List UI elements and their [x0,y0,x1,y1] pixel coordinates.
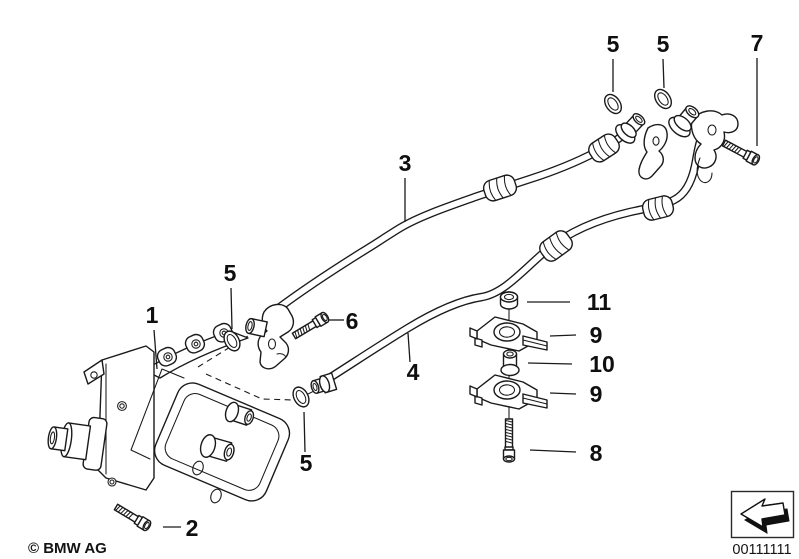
callout-6[interactable]: 6 [346,308,359,334]
callout-leader-lines [153,58,758,528]
callout-5-top-left[interactable]: 5 [607,31,620,57]
cap-nut [499,291,519,310]
clamp-bolt [502,418,516,463]
feed-pipe-upper-fitting [615,112,668,180]
callout-3[interactable]: 3 [399,150,412,176]
oil-cooler [47,322,291,504]
callout-5-bottom[interactable]: 5 [300,450,313,476]
callout-5-middle[interactable]: 5 [224,260,237,286]
continuation-arrow-icon [740,498,790,534]
o-ring-top-right [653,88,673,110]
callout-9-upper[interactable]: 9 [590,322,603,348]
copyright-text: © BMW AG [28,540,107,557]
callout-5-top-right[interactable]: 5 [657,31,670,57]
callout-1[interactable]: 1 [146,302,159,328]
o-ring-top-left [603,93,623,115]
callout-numbers: 1 2 3 4 5 5 5 5 6 7 8 9 9 10 11 [146,30,764,541]
cooler-left-port [47,416,108,471]
o-ring-middle [223,330,241,352]
spacer-sleeve [500,349,520,377]
callout-11[interactable]: 11 [587,289,612,315]
return-pipe-upper-fitting [668,105,739,184]
callout-2[interactable]: 2 [186,515,199,541]
pipe-clamp-upper [469,316,548,352]
callout-7[interactable]: 7 [751,30,764,56]
continuation-plate[interactable] [730,490,795,539]
pipe-clamp-lower [469,374,548,410]
callout-8[interactable]: 8 [590,440,603,466]
feed-pipe-flange-fitting [245,303,295,370]
callout-9-lower[interactable]: 9 [590,381,603,407]
oil-cooler-pipe-feed [273,124,635,314]
return-pipe-end-stub [310,372,338,394]
bolt-cooler [113,503,152,532]
pipe-bellows [482,133,675,262]
bolt-fitting [291,311,330,340]
o-ring-bottom [292,386,310,408]
callout-10[interactable]: 10 [589,351,615,377]
bolt-transmission [721,139,761,166]
document-number: 00111111 [732,542,791,558]
callout-4[interactable]: 4 [407,359,420,385]
